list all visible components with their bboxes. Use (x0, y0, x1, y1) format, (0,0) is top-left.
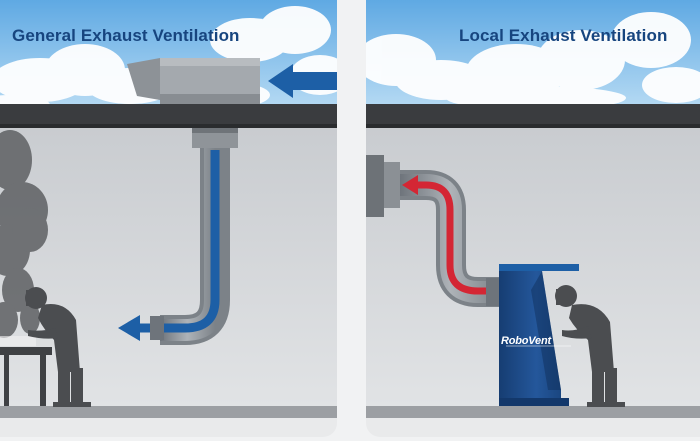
robovent-logo: RoboVent (501, 335, 551, 347)
duct (118, 148, 230, 345)
floor (0, 406, 337, 418)
wall-exhaust-outlet (366, 155, 400, 217)
welder-icon (25, 287, 91, 407)
wall (0, 128, 337, 418)
airflow-arrow-icon (268, 64, 337, 98)
floor (366, 406, 700, 418)
local-exhaust-panel: Local Exhaust Ventilation RoboVent (366, 0, 700, 437)
general-exhaust-scene (0, 0, 337, 437)
duct (400, 170, 501, 307)
general-exhaust-panel: General Exhaust Ventilation (0, 0, 337, 437)
local-exhaust-scene (366, 0, 700, 437)
smoke-icon (0, 130, 48, 338)
welder-icon (555, 285, 625, 407)
panel-title-local: Local Exhaust Ventilation (459, 26, 668, 45)
workbench (0, 336, 52, 406)
fume-collector-icon (499, 264, 579, 406)
roof-exhaust-unit (127, 58, 260, 104)
panel-title-general: General Exhaust Ventilation (12, 26, 240, 45)
